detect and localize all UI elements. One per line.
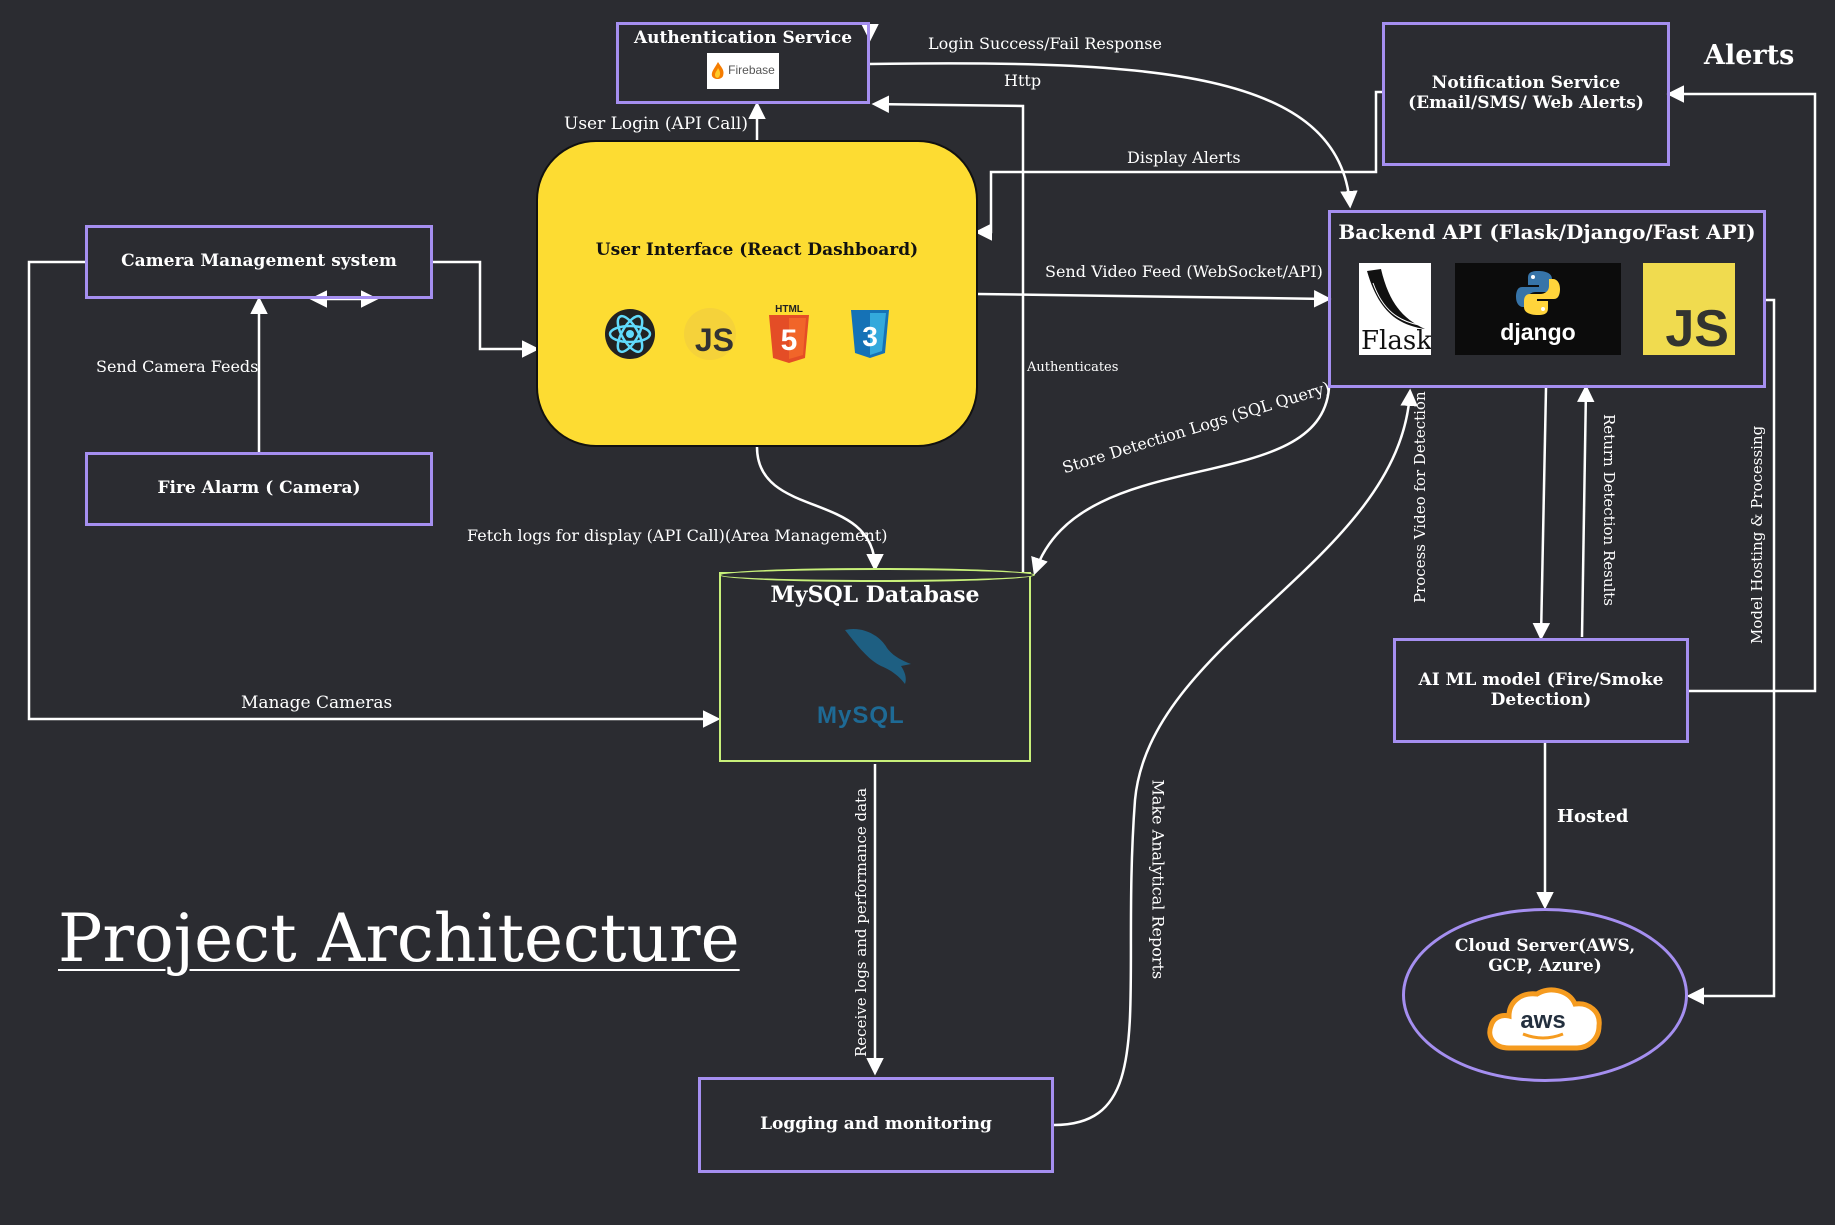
notification-service-node: Notification Service (Email/SMS/ Web Ale… [1382,22,1670,166]
label-process-video: Process Video for Detection [1411,391,1429,603]
edge-fetch-logs [755,446,884,572]
logging-title: Logging and monitoring [760,1114,992,1135]
cloud-server-node: Cloud Server(AWS, GCP, Azure) aws [1402,908,1688,1082]
camera-management-node: Camera Management system [85,225,433,299]
label-analytical-reports: Make Analytical Reports [1148,779,1168,980]
backend-api-title: Backend API (Flask/Django/Fast API) [1338,220,1756,244]
ui-dashboard-title: User Interface (React Dashboard) [595,240,919,260]
edge-alerts [1666,85,1817,693]
react-icon [605,309,655,359]
fire-alarm-title: Fire Alarm ( Camera) [157,478,361,499]
mysql-database-node: MySQL Database MySQL [719,568,1035,762]
notification-title: Notification Service [1431,73,1621,94]
alerts-heading: Alerts [1704,40,1795,71]
label-login-response: Login Success/Fail Response [928,34,1162,53]
edge-manage-cameras [27,260,721,728]
firebase-label: Firebase [728,62,775,77]
logging-monitoring-node: Logging and monitoring [698,1077,1054,1173]
edge-display-alerts [974,90,1382,241]
label-authenticates: Authenticates [1027,360,1119,375]
flask-label: Flask [1361,326,1431,355]
edge-send-video [977,290,1332,308]
edge-store-logs [1031,387,1331,576]
edge-login-response [867,62,1358,209]
label-send-camera-feeds: Send Camera Feeds [96,357,259,376]
label-display-alerts: Display Alerts [1127,148,1241,167]
label-model-hosting: Model Hosting & Processing [1748,425,1766,644]
python-icon [1516,271,1560,315]
cloud-server-subtitle: GCP, Azure) [1488,955,1602,976]
camera-management-title: Camera Management system [121,251,397,272]
edge-return-results [1577,384,1595,638]
flask-horn-icon [1367,269,1425,329]
label-user-login: User Login (API Call) [564,114,748,134]
svg-text:aws: aws [1520,1007,1565,1034]
auth-service-title: Authentication Service [633,28,853,48]
edge-process-video [1532,387,1551,641]
svg-text:HTML: HTML [775,304,803,315]
fire-alarm-node: Fire Alarm ( Camera) [85,452,433,526]
firebase-flame-icon [711,61,724,79]
css3-icon: 3 [851,310,889,358]
cloud-server-title: Cloud Server(AWS, [1454,936,1636,956]
auth-service-node: Authentication Service Firebase [616,22,870,104]
ai-model-title: AI ML model (Fire/Smoke [1418,669,1664,690]
backend-api-node: Backend API (Flask/Django/Fast API) Flas… [1328,210,1766,388]
project-title: Project Architecture [58,900,740,977]
edge-analytical-reports [1053,388,1418,1127]
label-hosted: Hosted [1557,806,1629,827]
javascript-logo: JS [1643,263,1735,355]
aws-cloud-icon: aws [1487,987,1602,1051]
mysql-title: MySQL Database [770,582,980,608]
js-icon: JS [684,308,736,360]
notification-subtitle: (Email/SMS/ Web Alerts) [1408,93,1644,113]
django-label: django [1500,319,1576,345]
django-logo: django [1455,263,1621,355]
label-send-video: Send Video Feed (WebSocket/API) [1045,262,1323,281]
ai-ml-model-node: AI ML model (Fire/Smoke Detection) [1393,638,1689,743]
label-http: Http [1004,71,1042,90]
svg-text:5: 5 [781,324,798,357]
label-manage-cameras: Manage Cameras [241,693,393,713]
label-fetch-logs: Fetch logs for display (API Call)(Area M… [467,526,888,545]
html5-icon: HTML 5 [769,304,809,363]
label-receive-logs: Receive logs and performance data [852,787,870,1057]
edge-camera-to-ui [433,260,540,358]
mysql-label: MySQL [817,702,905,729]
flask-logo: Flask [1359,263,1431,355]
mysql-dolphin-icon [845,628,911,684]
ui-dashboard-node: User Interface (React Dashboard) JS HTML… [536,140,978,447]
edge-authenticates [871,95,1025,572]
firebase-logo: Firebase [707,52,779,89]
edge-model-hosting [1686,298,1776,1005]
ai-model-subtitle: Detection) [1490,689,1592,710]
svg-text:3: 3 [862,321,878,352]
cylinder-top [719,568,1035,582]
label-return-results: Return Detection Results [1600,414,1618,607]
